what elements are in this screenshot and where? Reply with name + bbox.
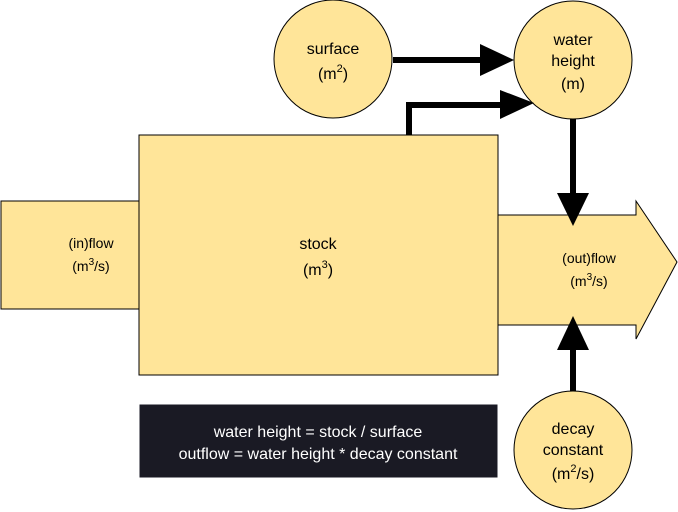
outflow-label: (out)flow: [562, 250, 617, 266]
surface-unit: (m2): [318, 63, 348, 83]
decay-constant-label-2: constant: [543, 442, 604, 459]
water-height-label-2: height: [551, 53, 595, 70]
water-height-node[interactable]: water height (m): [513, 0, 633, 120]
arrow-stock-to-water-height: [406, 90, 534, 135]
water-height-label-1: water: [552, 32, 593, 49]
equation-water-height: water height = stock / surface: [213, 424, 423, 441]
stock-label: stock: [299, 236, 337, 253]
surface-label: surface: [307, 41, 360, 58]
arrow-surface-to-water-height: [393, 44, 514, 76]
arrow-water-height-to-outflow: [557, 119, 589, 226]
decay-constant-node[interactable]: decay constant (m2/s): [513, 390, 633, 510]
equations-box: water height = stock / surface outflow =…: [138, 403, 499, 479]
outflow-unit: (m3/s): [570, 272, 607, 289]
surface-node[interactable]: surface (m2): [273, 0, 393, 119]
stock-node[interactable]: stock (m3): [138, 134, 499, 376]
decay-constant-unit: (m2/s): [552, 463, 595, 483]
equation-outflow: outflow = water height * decay constant: [179, 446, 458, 463]
inflow-label: (in)flow: [68, 235, 114, 251]
arrow-decay-constant-to-outflow: [557, 316, 589, 391]
decay-constant-label-1: decay: [552, 421, 595, 438]
outflow-node[interactable]: (out)flow (m3/s): [497, 199, 678, 340]
inflow-unit: (m3/s): [72, 257, 109, 274]
water-height-unit: (m): [561, 76, 585, 93]
stock-unit: (m3): [303, 259, 333, 279]
